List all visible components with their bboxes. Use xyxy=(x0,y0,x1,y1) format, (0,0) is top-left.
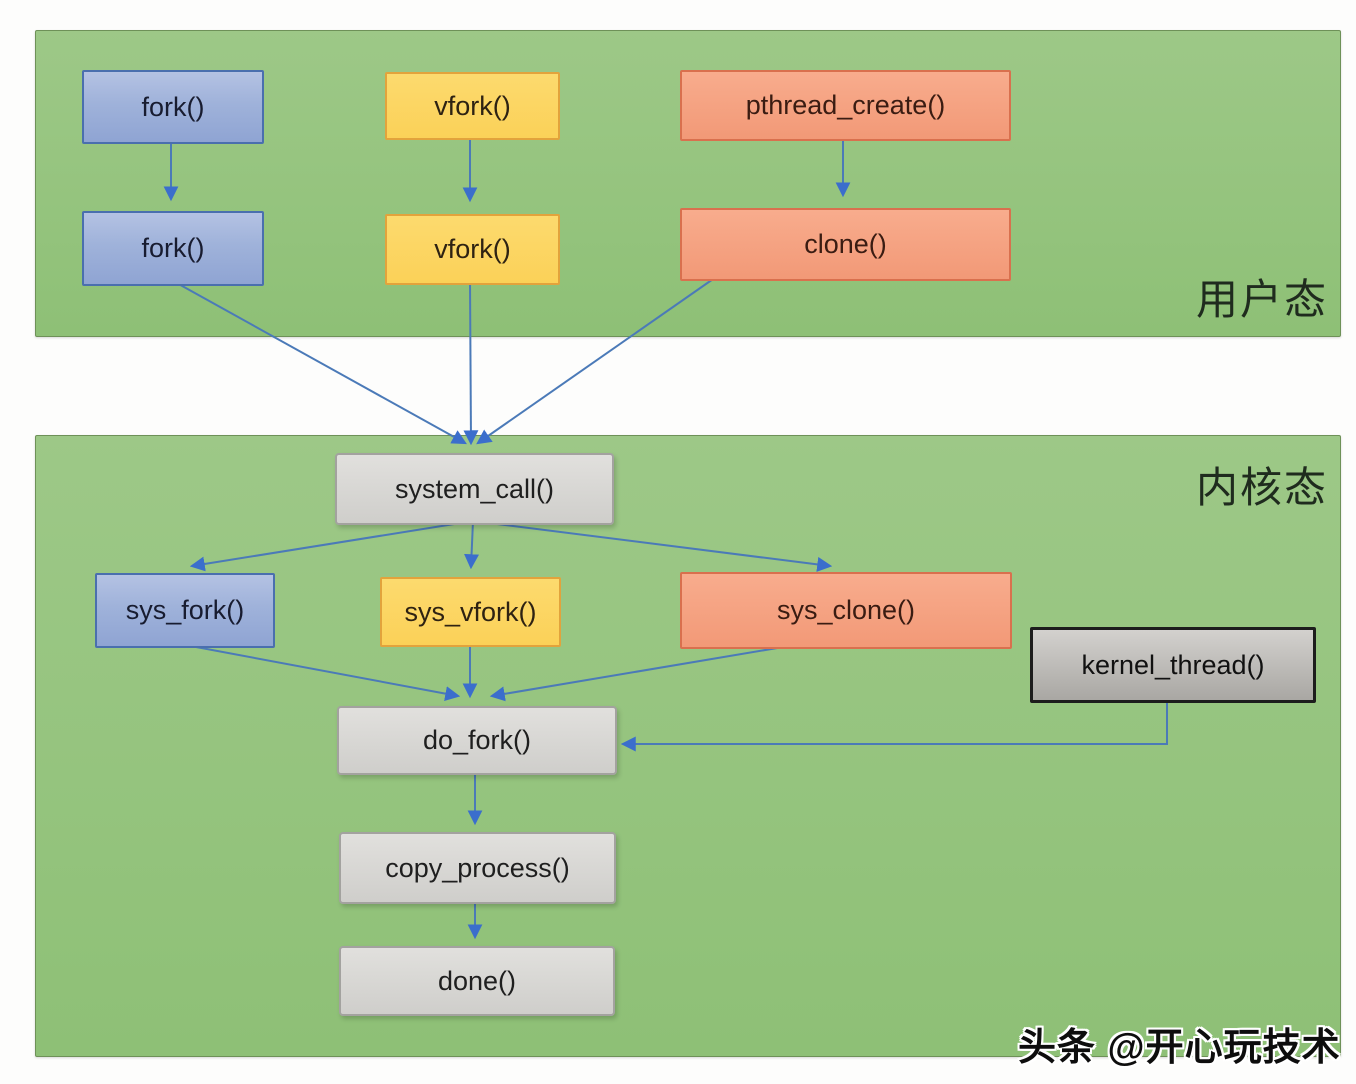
node-fork-wrapper: fork() xyxy=(82,211,264,286)
node-sys-clone: sys_clone() xyxy=(680,572,1012,649)
user-mode-label: 用户态 xyxy=(1196,276,1329,323)
arrow-fork-to-systemcall xyxy=(174,281,467,445)
node-sys-fork: sys_fork() xyxy=(95,573,275,648)
watermark-text: 头条 @开心玩技术 xyxy=(1018,1027,1341,1069)
arrow-systemcall-to-sysfork xyxy=(189,520,474,572)
node-kernel-thread: kernel_thread() xyxy=(1030,627,1316,703)
arrow-systemcall-to-sysvfork xyxy=(464,520,480,570)
arrow-vfork-to-systemcall xyxy=(463,280,479,446)
node-sys-vfork: sys_vfork() xyxy=(380,577,561,647)
node-system-call: system_call() xyxy=(335,453,614,525)
node-vfork-lib: vfork() xyxy=(385,72,560,140)
node-copy-process: copy_process() xyxy=(339,832,616,904)
arrow-sysclone-to-dofork xyxy=(489,644,796,702)
arrow-clone-to-systemcall xyxy=(476,276,717,445)
node-clone: clone() xyxy=(680,208,1011,281)
kernel-mode-panel xyxy=(35,435,1341,1057)
arrow-systemcall-to-sysclone xyxy=(472,520,833,572)
node-vfork-wrapper: vfork() xyxy=(385,214,560,285)
node-fork-lib: fork() xyxy=(82,70,264,144)
kernel-mode-label: 内核态 xyxy=(1196,464,1329,511)
arrow-kernelthread-to-dofork xyxy=(620,697,1168,752)
arrow-sysfork-to-dofork xyxy=(179,643,461,702)
node-done: done() xyxy=(339,946,615,1016)
node-do-fork: do_fork() xyxy=(337,706,617,775)
node-pthread-create: pthread_create() xyxy=(680,70,1011,141)
